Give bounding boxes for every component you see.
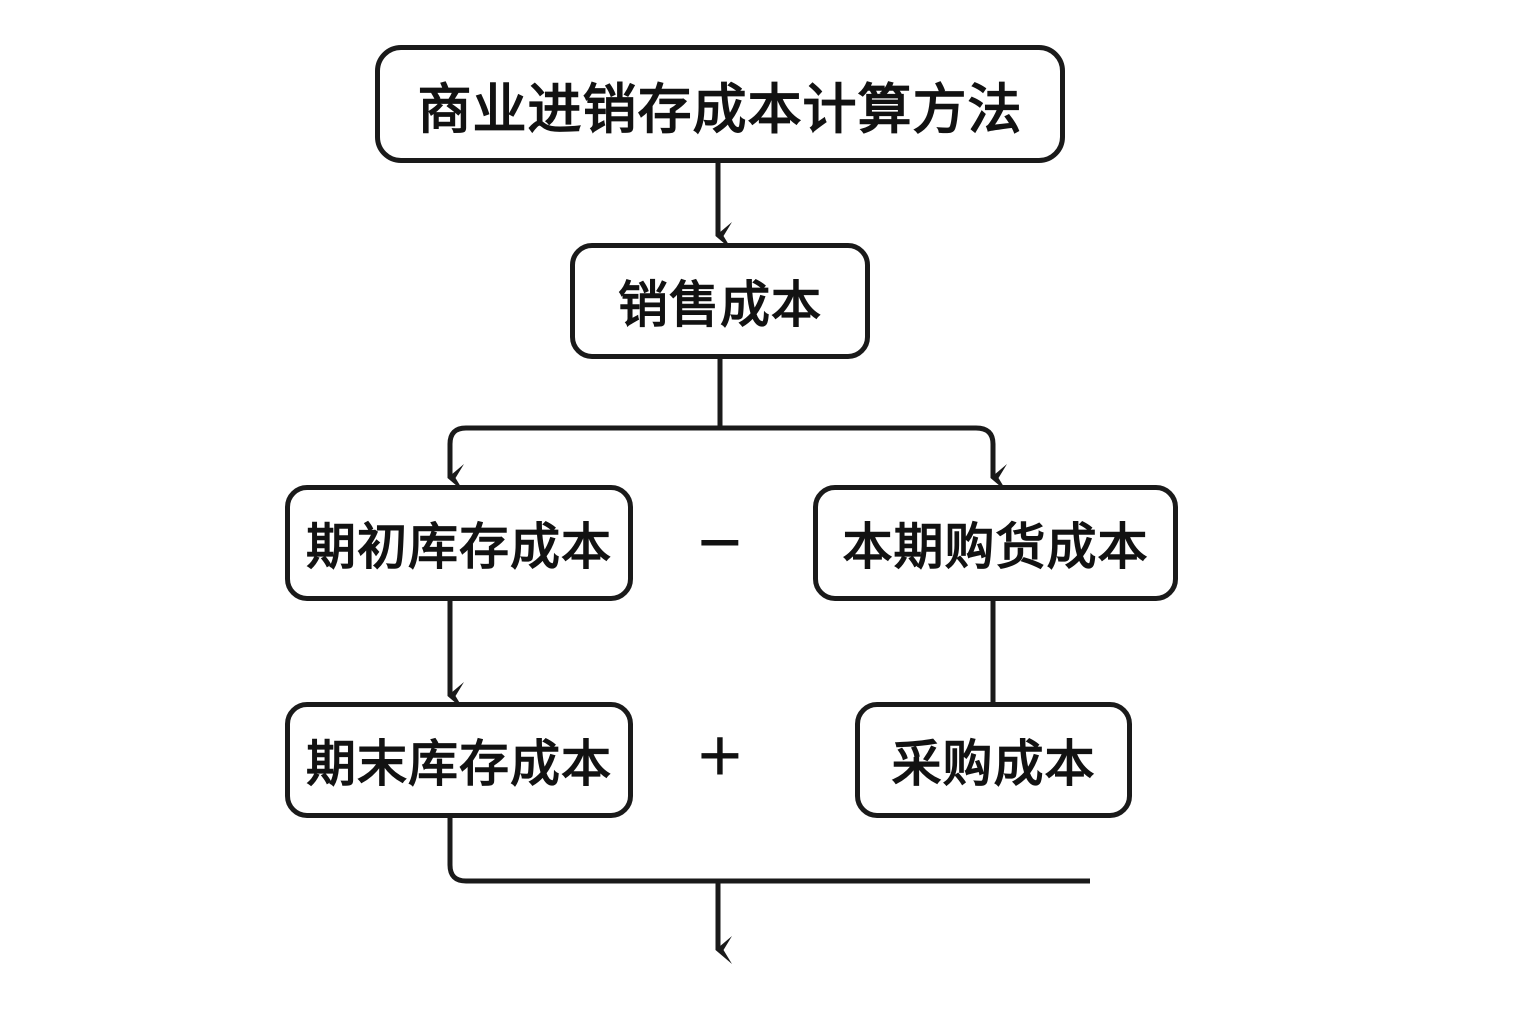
connector-bus-to-begin (447, 425, 720, 493)
connector-bus-to-purchase (720, 425, 1008, 493)
minus-operator: − (697, 500, 743, 585)
node-current-period-purchase-cost[interactable]: 本期购货成本 (813, 485, 1178, 601)
node-title[interactable]: 商业进销存成本计算方法 (375, 45, 1065, 163)
node-sales-cost[interactable]: 销售成本 (570, 243, 870, 359)
node-procurement-cost[interactable]: 采购成本 (855, 702, 1132, 818)
plus-operator: + (697, 713, 743, 798)
node-beginning-inventory-cost[interactable]: 期初库存成本 (285, 485, 633, 601)
node-ending-inventory-cost[interactable]: 期末库存成本 (285, 702, 633, 818)
connector-end-to-bottom-bus (447, 818, 1090, 884)
